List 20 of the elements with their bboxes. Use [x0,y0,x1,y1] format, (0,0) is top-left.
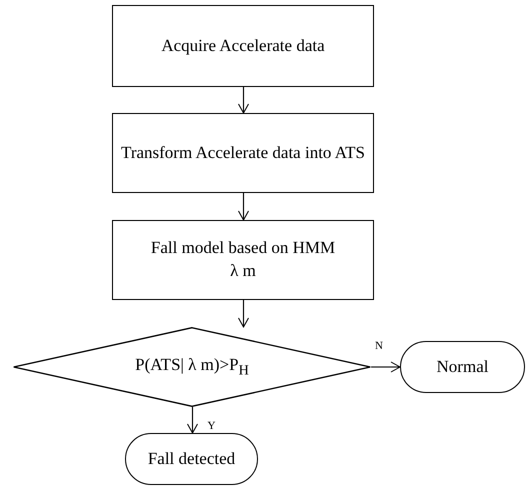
arrow [238,193,249,220]
arrow [187,407,198,434]
edge-label: N [374,341,384,352]
node-text: Transform Accelerate data into ATS [121,142,365,164]
node-text: P(ATS| λ m)>P$_{H}$ [135,354,249,380]
process-box [112,113,374,193]
process-box [112,220,374,300]
arrow [371,362,400,372]
terminal-box [125,433,258,485]
node-text: Fall detected [148,448,236,470]
node-text: Normal [436,356,488,378]
arrow [238,87,249,114]
arrow [238,300,249,328]
process-box [112,5,374,87]
node-text: Acquire Accelerate data [161,34,325,57]
edge-label: Y [206,421,216,432]
node-text: Fall model based on HMM [150,237,336,260]
terminal-box [400,341,525,393]
node-text: λ m [230,260,256,282]
decision-diamond [13,327,371,407]
